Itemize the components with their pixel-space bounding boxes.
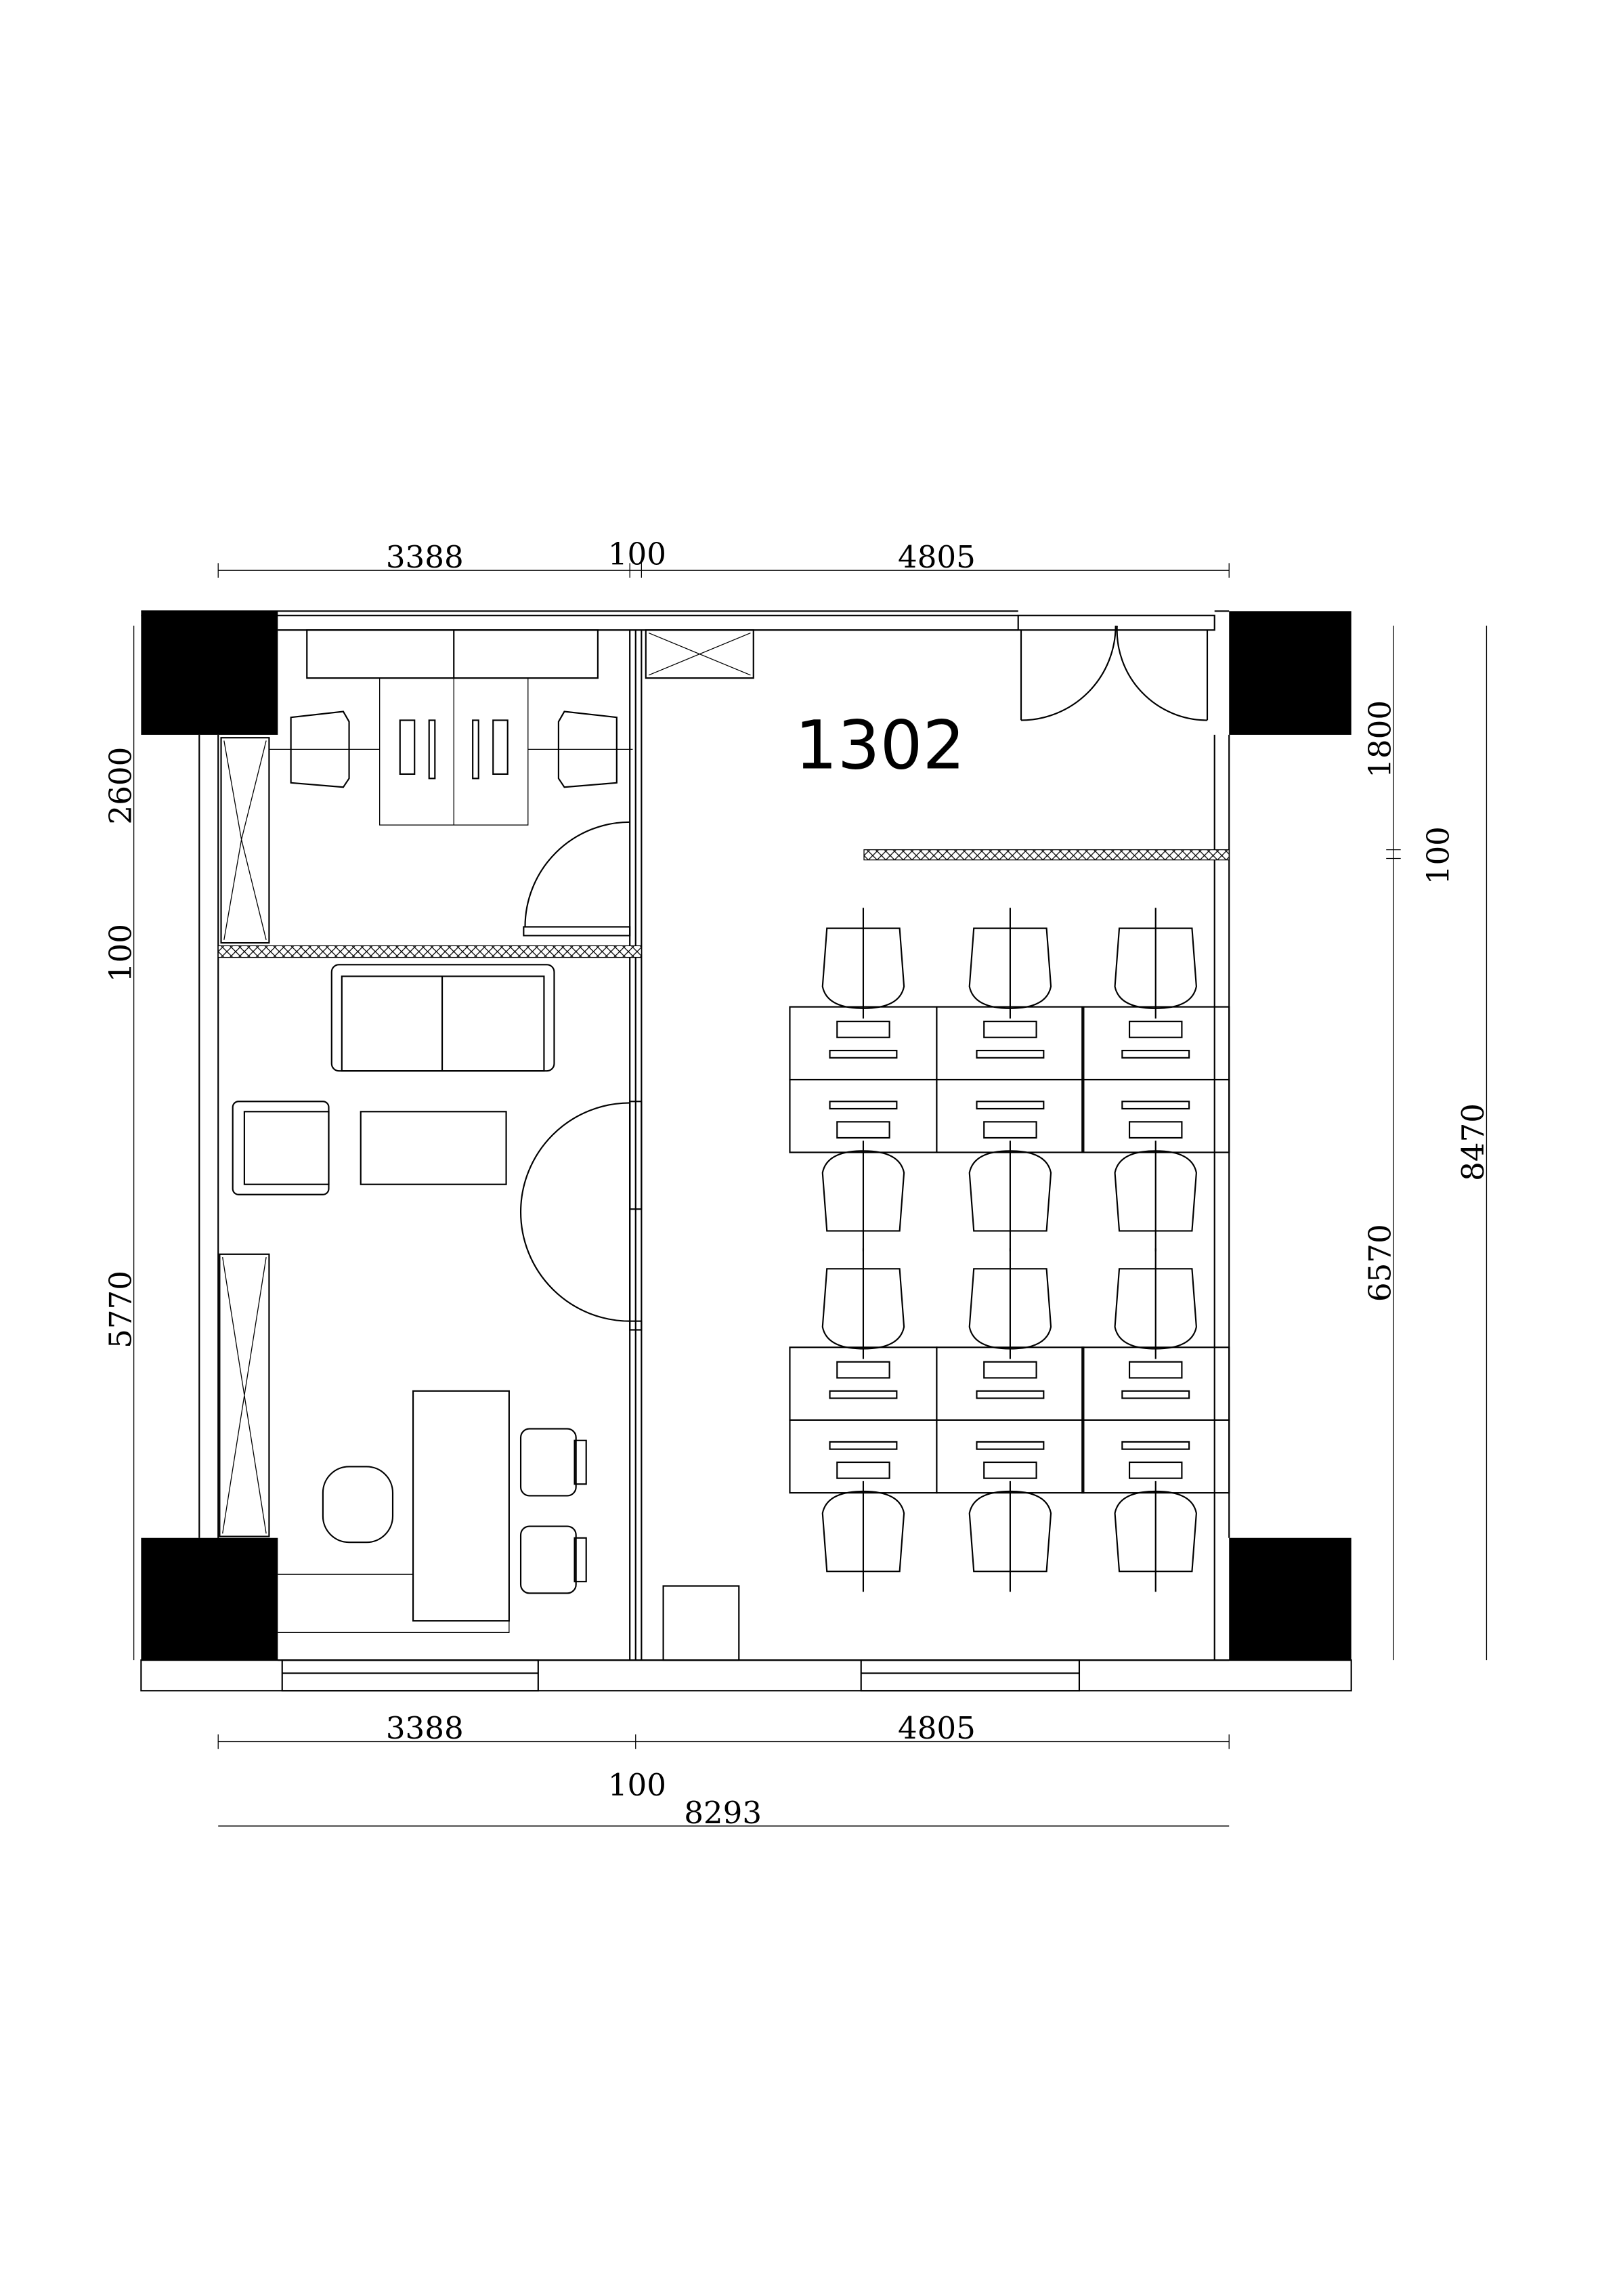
meeting-room-furniture <box>220 629 754 944</box>
keyboard <box>976 1049 1045 1059</box>
dim-bottom-left: 3388 <box>386 1710 464 1746</box>
keyboard <box>1121 1390 1190 1399</box>
keyboard <box>1121 1049 1190 1059</box>
open-workspace <box>789 908 1230 1592</box>
monitor <box>983 1121 1037 1139</box>
dim-right-bottom: 6570 <box>1362 1224 1398 1302</box>
column-bottom-right <box>1229 1537 1352 1661</box>
keyboard <box>1121 1101 1190 1110</box>
monitor <box>1128 1361 1183 1379</box>
keyboard <box>976 1390 1045 1399</box>
door-meeting-room[interactable] <box>523 821 631 937</box>
dim-left-partition: 100 <box>102 924 138 982</box>
keyboard <box>829 1441 898 1450</box>
office-furniture <box>219 964 740 1661</box>
hatched-shelf <box>863 849 1230 861</box>
monitor <box>1128 1021 1183 1038</box>
monitor <box>836 1361 890 1379</box>
dim-bottom-right: 4805 <box>898 1710 976 1746</box>
dim-total-width: 8293 <box>684 1795 762 1831</box>
keyboard <box>976 1101 1045 1110</box>
dim-total-height: 8470 <box>1455 1103 1491 1181</box>
room-number: 1302 <box>795 706 965 784</box>
hatched-partition <box>217 945 642 958</box>
keyboard <box>976 1441 1045 1450</box>
keyboard <box>829 1049 898 1059</box>
monitor <box>1128 1121 1183 1139</box>
dim-top-partition: 100 <box>608 536 666 572</box>
dim-bottom-partition: 100 <box>608 1767 666 1803</box>
dim-right-top: 1800 <box>1362 700 1398 778</box>
dim-top-right: 4805 <box>898 539 976 575</box>
dim-left-bottom: 5770 <box>102 1271 138 1348</box>
keyboard <box>829 1101 898 1110</box>
monitor <box>1128 1461 1183 1479</box>
dim-left-top: 2600 <box>102 747 138 825</box>
keyboard <box>1121 1441 1190 1450</box>
monitor <box>983 1461 1037 1479</box>
double-door[interactable] <box>1017 614 1215 721</box>
column-top-left <box>141 611 278 735</box>
dim-right-partition: 100 <box>1421 826 1456 885</box>
keyboard <box>829 1390 898 1399</box>
monitor <box>836 1021 890 1038</box>
monitor <box>983 1361 1037 1379</box>
monitor <box>983 1021 1037 1038</box>
monitor <box>836 1121 890 1139</box>
monitor <box>836 1461 890 1479</box>
dim-top-left: 3388 <box>386 539 464 575</box>
column-top-right <box>1229 611 1352 735</box>
walls <box>140 610 1352 1692</box>
door-office[interactable] <box>519 1101 643 1331</box>
column-bottom-left <box>141 1537 278 1661</box>
dimension-lines <box>133 563 1488 1827</box>
